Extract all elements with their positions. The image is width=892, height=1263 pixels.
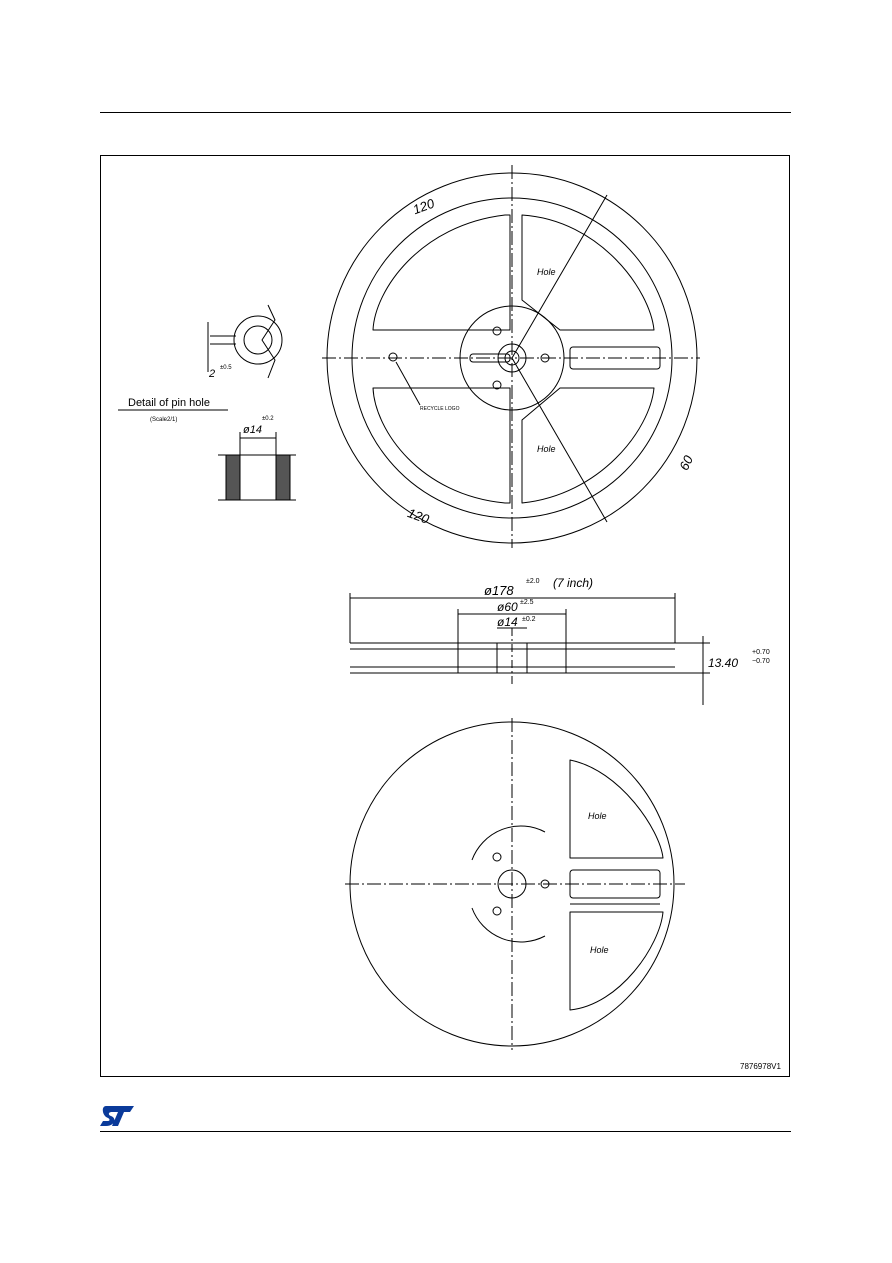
pin-detail-scale: (Scale2/1) <box>150 417 177 423</box>
reel-top-mount-hole <box>492 380 502 390</box>
angle-label-bottom: 120 <box>406 505 432 527</box>
reel-bottom-hub-arc-lower <box>471 907 546 943</box>
pin-detail-inner <box>243 325 273 355</box>
reel-bottom-hub-arc-upper <box>471 825 546 861</box>
reel-bottom-view <box>345 718 685 1050</box>
thickness-tol-minus: −0.70 <box>752 658 770 665</box>
recycle-logo-mark <box>388 352 398 362</box>
angle-line-lower <box>511 357 608 523</box>
angle-label-top: 120 <box>411 195 437 217</box>
bore-diameter: ø14 <box>243 424 262 436</box>
angle-label-right: 60 <box>676 452 696 472</box>
st-logo-icon <box>100 1106 134 1126</box>
drawing-frame <box>100 155 790 1077</box>
hub-dia-tol: ±2.5 <box>520 599 534 606</box>
outer-dia-tol: ±2.0 <box>526 578 540 585</box>
bore-diameter-tol: ±0.2 <box>262 416 274 422</box>
reel-top-window-upper-left <box>372 214 511 331</box>
reel-top-window-lower-right <box>521 387 655 504</box>
reel-side-view <box>349 593 710 705</box>
angle-line-upper <box>511 194 608 359</box>
reel-bottom-mount-hole <box>492 852 502 862</box>
pin-width-value: 2 <box>208 368 215 380</box>
reel-top-mount-hole <box>492 326 502 336</box>
recycle-logo-label: RECYCLE LOGO <box>420 406 460 412</box>
reel-top-view <box>322 165 700 548</box>
bore-dia-label: ø14 <box>497 615 518 629</box>
reel-bottom-window-upper <box>569 759 664 859</box>
outer-dia-label: ø178 <box>484 583 514 598</box>
recycle-leader <box>395 361 421 406</box>
hole-label-upper: Hole <box>537 267 556 277</box>
bore-section-wall-left <box>225 454 241 501</box>
pin-detail-title: Detail of pin hole <box>128 397 210 409</box>
bore-section-wall-right <box>275 454 291 501</box>
pin-detail-ring <box>233 315 283 365</box>
reel-bottom-mount-hole <box>492 906 502 916</box>
hole-label-bottom-lower: Hole <box>590 945 609 955</box>
reel-bottom-window-lower <box>569 911 664 1011</box>
footer-rule <box>100 1131 791 1132</box>
reel-top-window-upper-right <box>521 214 655 331</box>
pin-width-tol: ±0.5 <box>220 365 232 371</box>
thickness-tol-plus: +0.70 <box>752 649 770 656</box>
thickness-label: 13.40 <box>708 656 738 670</box>
pin-detail-notch <box>261 304 276 379</box>
header-rule <box>100 112 791 113</box>
hole-label-lower: Hole <box>537 444 556 454</box>
drawing-id: 7876978V1 <box>740 1062 781 1071</box>
hub-dia-label: ø60 <box>497 600 518 614</box>
outer-dia-note: (7 inch) <box>553 576 593 590</box>
pin-hole-detail <box>118 304 296 501</box>
hole-label-bottom-upper: Hole <box>588 811 607 821</box>
reel-top-window-lower-left <box>372 387 511 504</box>
bore-dia-tol: ±0.2 <box>522 616 536 623</box>
